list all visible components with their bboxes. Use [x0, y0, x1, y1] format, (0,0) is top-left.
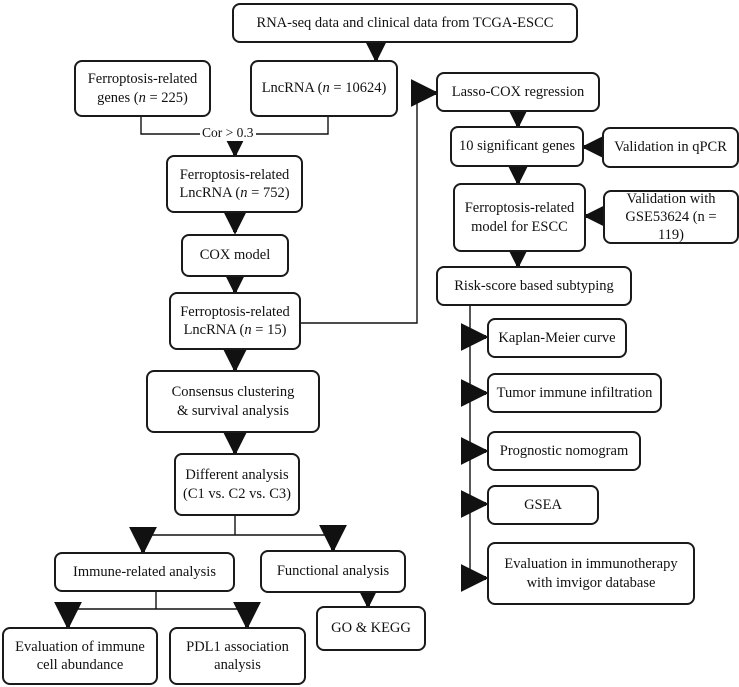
tumor-immune-box: Tumor immune infiltration	[487, 373, 662, 413]
immunotherapy-line1: Evaluation in immunotherapy	[504, 556, 678, 573]
tcga-data-label: RNA-seq data and clinical data from TCGA…	[256, 14, 554, 31]
immunotherapy-box: Evaluation in immunotherapy with imvigor…	[487, 542, 695, 605]
ferroptosis-lncrna-752-line1: Ferroptosis-related	[179, 166, 290, 183]
kaplan-meier-label: Kaplan-Meier curve	[498, 329, 616, 346]
ferroptosis-model-line2: model for ESCC	[471, 218, 568, 235]
ferroptosis-model-box: Ferroptosis-related model for ESCC	[453, 183, 586, 252]
significant-genes-label: 10 significant genes	[459, 138, 575, 155]
pdl1-association-line2: analysis	[214, 657, 261, 673]
immune-cell-abundance-line2: cell abundance	[36, 657, 124, 673]
cox-model-box: COX model	[181, 234, 289, 277]
go-kegg-box: GO & KEGG	[316, 606, 426, 651]
ferroptosis-genes-line2: genes (n = 225)	[97, 89, 188, 106]
cox-model-label: COX model	[199, 247, 271, 264]
lasso-cox-box: Lasso-COX regression	[436, 72, 600, 112]
qpcr-validation-box: Validation in qPCR	[602, 127, 739, 168]
kaplan-meier-box: Kaplan-Meier curve	[487, 318, 627, 358]
ferroptosis-genes-line1: Ferroptosis-related	[87, 71, 198, 88]
immune-related-analysis-label: Immune-related analysis	[73, 563, 216, 580]
gse-validation-box: Validation with GSE53624 (n = 119)	[603, 190, 739, 244]
gse-validation-line1: Validation with	[626, 190, 716, 207]
tumor-immune-label: Tumor immune infiltration	[496, 384, 653, 401]
ferroptosis-lncrna-15-box: Ferroptosis-related LncRNA (n = 15)	[169, 292, 301, 350]
functional-analysis-label: Functional analysis	[276, 563, 390, 580]
lasso-cox-label: Lasso-COX regression	[451, 83, 585, 100]
immune-cell-abundance-box: Evaluation of immune cell abundance	[2, 627, 158, 685]
ferroptosis-model-line1: Ferroptosis-related	[464, 200, 575, 217]
risk-subtyping-box: Risk-score based subtyping	[436, 266, 632, 306]
significant-genes-box: 10 significant genes	[450, 126, 584, 167]
different-analysis-box: Different analysis (C1 vs. C2 vs. C3)	[174, 453, 300, 516]
lncrna-all-label: LncRNA (n = 10624)	[261, 80, 387, 97]
gsea-label: GSEA	[524, 496, 562, 513]
gse-validation-line2: GSE53624 (n = 119)	[625, 208, 717, 244]
prognostic-nomogram-box: Prognostic nomogram	[487, 431, 641, 471]
ferroptosis-lncrna-15-line2: LncRNA (n = 15)	[183, 322, 287, 338]
functional-analysis-box: Functional analysis	[260, 550, 406, 593]
go-kegg-label: GO & KEGG	[331, 620, 411, 637]
ferroptosis-lncrna-752-line2: LncRNA (n = 752)	[179, 185, 290, 201]
different-analysis-line2: (C1 vs. C2 vs. C3)	[183, 485, 291, 502]
immune-related-analysis-box: Immune-related analysis	[54, 552, 235, 592]
pdl1-association-line1: PDL1 association	[186, 638, 289, 655]
consensus-clustering-box: Consensus clustering & survival analysis	[146, 370, 320, 433]
consensus-clustering-line2: & survival analysis	[177, 402, 289, 419]
ferroptosis-lncrna-752-box: Ferroptosis-related LncRNA (n = 752)	[166, 155, 303, 213]
lncrna-all-box: LncRNA (n = 10624)	[250, 60, 398, 117]
correlation-threshold-label: Cor > 0.3	[200, 125, 256, 141]
risk-subtyping-label: Risk-score based subtyping	[454, 277, 614, 294]
ferroptosis-lncrna-15-line1: Ferroptosis-related	[180, 303, 290, 320]
tcga-data-box: RNA-seq data and clinical data from TCGA…	[232, 3, 578, 43]
immune-cell-abundance-line1: Evaluation of immune	[15, 638, 145, 655]
prognostic-nomogram-label: Prognostic nomogram	[499, 442, 629, 459]
qpcr-validation-label: Validation in qPCR	[614, 139, 727, 156]
gsea-box: GSEA	[487, 485, 599, 525]
immunotherapy-line2: with imvigor database	[526, 574, 656, 591]
ferroptosis-genes-box: Ferroptosis-related genes (n = 225)	[74, 60, 211, 117]
different-analysis-line1: Different analysis	[185, 467, 289, 484]
pdl1-association-box: PDL1 association analysis	[169, 627, 306, 685]
consensus-clustering-line1: Consensus clustering	[171, 384, 295, 401]
